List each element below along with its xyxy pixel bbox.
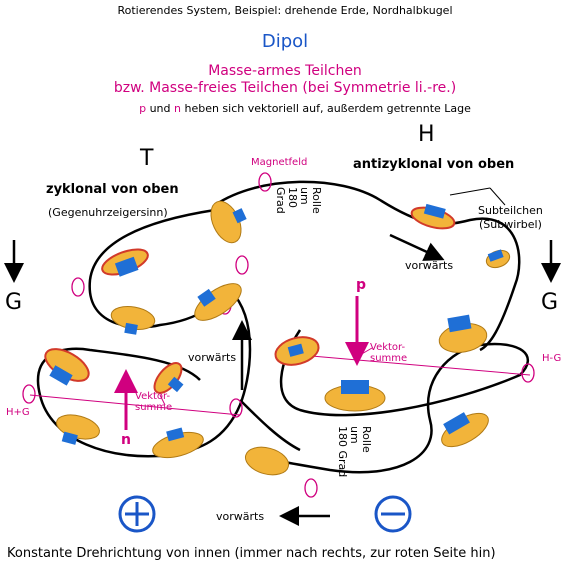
page-subtitle: Rotierendes System, Beispiel: drehende E… (117, 4, 453, 17)
toy-particle (210, 200, 247, 244)
right-upper-loop (214, 180, 521, 352)
right-vec-pointer (359, 347, 373, 356)
note-mid: und (146, 102, 174, 115)
left-letter-t: T (140, 146, 154, 171)
magnetfeld-label: Magnetfeld (251, 157, 308, 168)
left-vec-pointer (159, 394, 166, 406)
toy-particle (101, 248, 149, 277)
toy-particle (56, 414, 100, 445)
header-line-1: Masse-armes Teilchen (208, 63, 362, 79)
black-arrows (4, 233, 561, 526)
left-lower-loop (36, 289, 252, 458)
crossing-line (239, 399, 301, 452)
toy-particle (324, 380, 386, 412)
toy-particle (244, 446, 290, 476)
right-letter-h: H (418, 122, 435, 147)
left-g-label: G (5, 290, 23, 315)
bottom-forward-label: vorwärts (216, 510, 265, 523)
header-line-2: bzw. Masse-freies Teilchen (bei Symmetri… (113, 80, 457, 96)
right-lower-loop (249, 329, 529, 474)
charge-symbols (118, 495, 412, 533)
rolle-bottom-word-2: um (348, 426, 361, 444)
toy-particle (153, 362, 184, 394)
center-forward-label: vorwärts (188, 351, 237, 364)
subteilchen-label-1: Subteilchen (478, 204, 543, 217)
page-title: Dipol (261, 31, 309, 52)
rolle-bottom-label: Rolle um 180 Grad (336, 426, 373, 478)
n-label: n (121, 432, 131, 448)
note-rest: heben sich vektoriell auf, außerdem getr… (180, 102, 471, 115)
note-p: p (139, 102, 147, 115)
right-g-label: G (541, 290, 559, 315)
header-note: p und n heben sich vektoriell auf, außer… (139, 103, 471, 114)
toy-particle (44, 348, 90, 386)
left-guide-line (29, 394, 241, 416)
right-vector-label-1: Vektor- (370, 342, 406, 353)
plus-symbol (118, 495, 156, 533)
left-vector-label-2: summe (135, 402, 173, 413)
subteilchen-label-2: (Subwirbel) (479, 218, 542, 231)
left-heading: zyklonal von oben (46, 182, 179, 197)
magenta-guide-lines (29, 347, 531, 416)
rolle-top-label: Rolle um 180 Grad (274, 187, 323, 214)
rolle-top-word-2: um (298, 187, 311, 205)
magenta-vectors (114, 296, 369, 430)
toy-particle (274, 336, 320, 366)
left-vector-label-1: Vektor- (135, 391, 171, 402)
left-subheading: (Gegenuhrzeigersinn) (48, 206, 168, 219)
right-heading: antizyklonal von oben (353, 157, 515, 172)
toy-particle (410, 203, 456, 230)
rolle-bottom-word-3: 180 Grad (336, 426, 349, 478)
toy-particle (441, 412, 489, 448)
subteilchen-pointers (449, 187, 506, 206)
right-hg-label: H-G (542, 353, 562, 364)
right-forward-arrow (389, 233, 445, 261)
toy-particle (194, 283, 242, 321)
right-forward-label: vorwärts (405, 259, 454, 272)
rolle-top-word-1: Rolle (310, 187, 323, 214)
right-guide-line (299, 354, 531, 376)
toy-particle (152, 427, 204, 459)
p-label: p (356, 277, 367, 293)
toy-particle (485, 249, 511, 269)
right-vector-label-2: summe (370, 353, 408, 364)
toy-particles (44, 200, 511, 476)
rolle-top-word-3: 180 (286, 187, 299, 208)
rolle-top-word-4: Grad (274, 187, 287, 214)
rolle-bottom-word-1: Rolle (360, 426, 373, 453)
note-n: n (173, 102, 181, 115)
footer-caption: Konstante Drehrichtung von innen (immer … (7, 546, 496, 561)
toy-particle (110, 306, 156, 335)
left-hg-label: H+G (6, 407, 30, 418)
toy-particle (438, 314, 488, 353)
minus-symbol (374, 495, 412, 533)
